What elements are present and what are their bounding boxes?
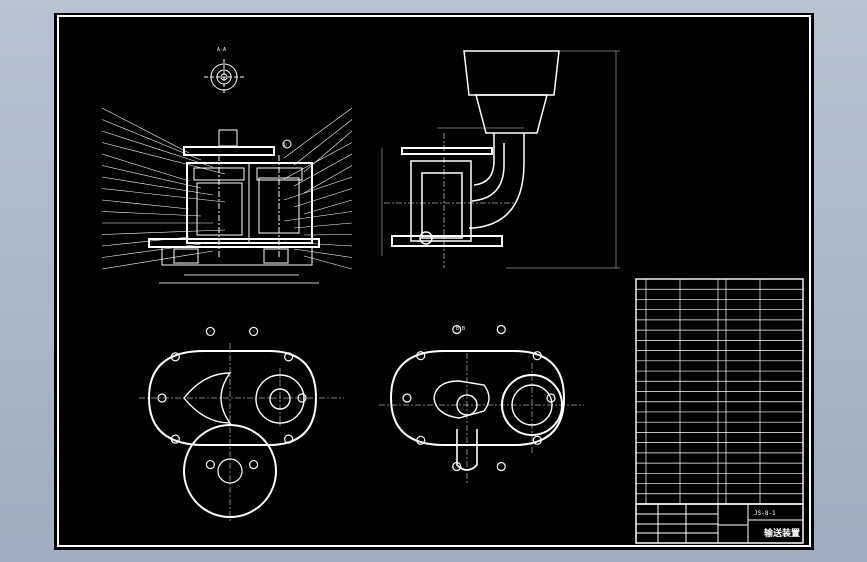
leader-left (101, 130, 214, 168)
leader-right (283, 142, 353, 180)
bolt-holes-right (402, 324, 556, 472)
leader-right (303, 234, 353, 236)
bolt-hole (402, 393, 412, 403)
outer-border (57, 15, 811, 547)
hopper-dimensions (381, 50, 620, 269)
bolt-hole (416, 351, 426, 361)
main-section-view (148, 129, 320, 284)
leader-right (303, 130, 353, 173)
parts-list-table (635, 278, 804, 505)
plan-view-right (389, 350, 566, 471)
bolt-hole (546, 393, 556, 403)
leader-right (283, 176, 353, 201)
drawing-number: JS-8-1 (754, 510, 776, 517)
leader-left (101, 165, 202, 189)
leader-left (101, 250, 214, 270)
bolt-hole (297, 393, 307, 403)
plan-view-right-centerlines (379, 353, 584, 483)
leader-left (101, 188, 226, 203)
bolt-hole (452, 324, 462, 335)
bolt-holes-left (157, 326, 307, 470)
leader-left (101, 229, 226, 235)
small-detail-view (204, 59, 244, 95)
leader-right (303, 165, 353, 194)
drawing-title: 输送装置 (764, 527, 800, 539)
leader-left (101, 107, 190, 154)
leader-right (293, 153, 353, 187)
leader-right (293, 248, 353, 258)
bolt-hole (205, 326, 215, 337)
bolt-hole (532, 435, 542, 445)
bolt-hole (205, 459, 215, 470)
bolt-hole (496, 461, 506, 472)
bolt-hole (452, 461, 462, 472)
leader-left (101, 119, 202, 161)
drawing-sheet: A-A (54, 13, 814, 550)
bolt-hole (496, 324, 506, 335)
leader-left (101, 176, 214, 196)
plan-view-left (147, 350, 318, 518)
leader-right (303, 255, 353, 270)
leader-left (101, 211, 202, 217)
leader-left (101, 153, 190, 182)
leader-left (101, 199, 190, 210)
section-label-top: A-A (217, 47, 226, 53)
bolt-hole (170, 352, 180, 362)
bolt-hole (249, 326, 259, 337)
leader-right (283, 241, 353, 247)
leader-right (303, 199, 353, 215)
bolt-hole (284, 434, 294, 444)
bolt-hole (284, 352, 294, 362)
leader-left (101, 243, 202, 258)
leader-right (283, 211, 353, 222)
leader-lines (101, 107, 353, 270)
title-block (635, 503, 804, 544)
balloon-label: ① (282, 142, 287, 149)
bolt-hole (157, 393, 167, 403)
leader-left (101, 236, 190, 247)
bolt-hole (170, 434, 180, 444)
leader-right (293, 222, 353, 229)
leader-right (293, 119, 353, 166)
assembly-drawing: A-A (57, 15, 811, 547)
leader-right (293, 188, 353, 208)
leader-right (283, 107, 353, 159)
hopper-elevation-view (384, 50, 560, 268)
leader-left (101, 142, 226, 175)
plan-view-left-centerlines (139, 343, 344, 523)
bolt-hole (532, 351, 542, 361)
bolt-hole (416, 435, 426, 445)
bolt-hole (249, 459, 259, 470)
